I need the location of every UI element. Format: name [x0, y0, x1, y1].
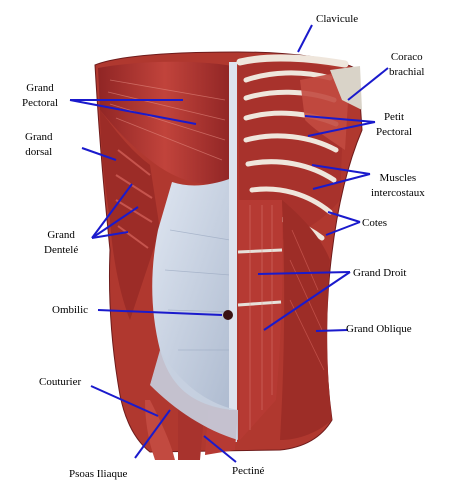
rectus-sheath-left	[152, 178, 232, 410]
label-clavicule: Clavicule	[316, 13, 359, 25]
label-grand-droit: Grand Droit	[353, 267, 407, 279]
label-grand-pectoral-line2: Pectoral	[22, 97, 59, 109]
grand-pectoral-muscle	[98, 61, 232, 184]
label-grand-dentele-line2: Dentelé	[44, 244, 79, 256]
label-grand-dentele: Grand Dentelé	[44, 228, 78, 258]
inguinal-sheath	[150, 350, 238, 440]
navel	[223, 310, 233, 320]
couturier-muscle	[145, 400, 175, 460]
grand-dorsal-muscle	[100, 110, 160, 320]
label-grand-dorsal-line2: dorsal	[25, 146, 53, 158]
label-cotes: Cotes	[362, 217, 388, 229]
coraco-brachial-muscle	[330, 66, 362, 110]
label-psoas-iliaque: Psoas Iliaque	[69, 468, 128, 480]
label-grand-pectoral-line1: Grand	[26, 82, 54, 94]
rectus-abdominis	[238, 200, 283, 440]
label-muscles-intercostaux-line1: Muscles	[379, 172, 417, 184]
label-couturier: Couturier	[39, 376, 82, 388]
label-petit-pectoral-line1: Petit	[383, 111, 405, 123]
label-grand-dorsal-line1: Grand	[25, 131, 53, 143]
label-grand-dorsal: Grand dorsal	[25, 130, 53, 160]
label-coraco-brachial-line1: Coraco	[390, 51, 423, 63]
label-ombilic: Ombilic	[52, 304, 89, 316]
grand-oblique-muscle	[280, 200, 332, 440]
leader-lines	[69, 24, 389, 463]
label-grand-dentele-line1: Grand	[47, 229, 75, 241]
label-muscles-intercostaux: Muscles intercostaux	[371, 171, 425, 201]
label-grand-pectoral: Grand Pectoral	[22, 81, 58, 111]
label-petit-pectoral-line2: Pectoral	[376, 126, 413, 138]
label-muscles-intercostaux-line2: intercostaux	[371, 187, 425, 199]
label-grand-oblique: Grand Oblique	[346, 323, 412, 335]
label-coraco-brachial: Coraco brachial	[389, 50, 424, 80]
clavicle-bone	[236, 54, 349, 68]
label-pectine: Pectiné	[232, 465, 265, 477]
linea-alba	[229, 62, 237, 442]
label-petit-pectoral: Petit Pectoral	[376, 110, 412, 140]
label-coraco-brachial-line2: brachial	[389, 66, 425, 78]
